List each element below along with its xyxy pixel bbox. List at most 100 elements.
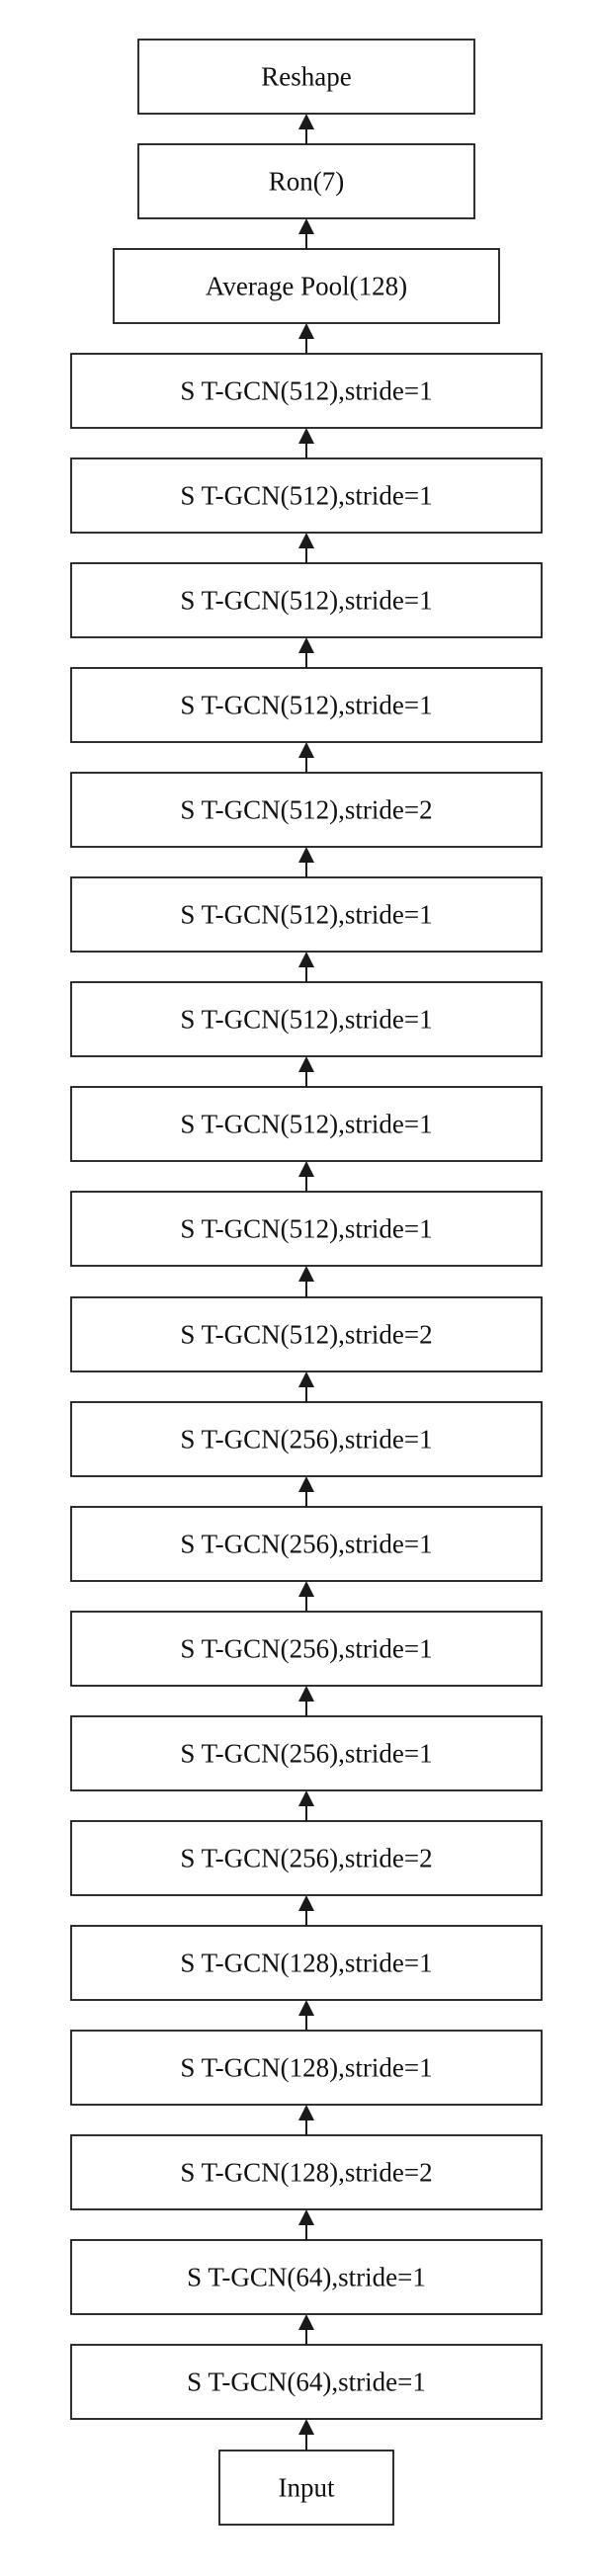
arrow-head [298,2105,314,2120]
arrow-head [298,114,314,129]
block-ron: Ron(7) [137,143,475,219]
arrow-head [298,428,314,444]
flow-arrow [298,1476,314,1507]
block-box [70,2134,543,2210]
block-stgcn-512-i: S T-GCN(512),stride=1 [70,1191,543,1267]
arrow-head [298,1476,314,1492]
arrows-layer [298,114,314,2451]
block-label: S T-GCN(128),stride=2 [180,2158,432,2188]
block-box [70,353,543,429]
block-stgcn-512-e: S T-GCN(512),stride=2 [70,772,543,848]
block-box [70,1506,543,1582]
flow-arrow [298,323,314,354]
block-label: S T-GCN(256),stride=1 [180,1634,432,1664]
arrow-head [298,952,314,967]
flow-arrow [298,1686,314,1716]
flow-arrow [298,637,314,668]
flow-arrow [298,847,314,877]
block-stgcn-512-d: S T-GCN(512),stride=1 [70,667,543,743]
block-box [70,1820,543,1896]
flow-arrow [298,2209,314,2240]
block-stgcn-512-h: S T-GCN(512),stride=1 [70,1086,543,1162]
block-box [70,772,543,848]
block-box [70,1296,543,1372]
block-label: S T-GCN(512),stride=1 [180,1214,432,1244]
block-stgcn-128-b: S T-GCN(128),stride=1 [70,2030,543,2106]
flow-arrow [298,952,314,982]
arrow-head [298,1581,314,1597]
arrow-head [298,1266,314,1282]
block-box [70,1611,543,1687]
flow-arrow [298,2419,314,2451]
block-stgcn-64-a: S T-GCN(64),stride=1 [70,2239,543,2315]
block-label: S T-GCN(512),stride=1 [180,481,432,511]
block-stgcn-512-j: S T-GCN(512),stride=2 [70,1296,543,1372]
block-label: S T-GCN(512),stride=1 [180,1110,432,1139]
block-label: S T-GCN(256),stride=1 [180,1739,432,1769]
flow-arrow [298,1581,314,1612]
block-box [70,2344,543,2420]
block-label: S T-GCN(256),stride=1 [180,1425,432,1454]
flow-arrow [298,1790,314,1821]
block-label: S T-GCN(512),stride=2 [180,795,432,825]
arrow-head [298,1371,314,1387]
arrow-head [298,637,314,653]
block-label: S T-GCN(256),stride=2 [180,1844,432,1873]
block-label: Average Pool(128) [206,272,407,301]
arrow-head [298,323,314,339]
flow-arrow [298,1266,314,1297]
block-box [113,248,500,324]
block-stgcn-256-e: S T-GCN(256),stride=2 [70,1820,543,1896]
block-stgcn-256-c: S T-GCN(256),stride=1 [70,1611,543,1687]
arrow-head [298,2209,314,2225]
flow-arrow [298,533,314,563]
block-box [70,2030,543,2106]
block-stgcn-512-a: S T-GCN(512),stride=1 [70,353,543,429]
block-stgcn-256-d: S T-GCN(256),stride=1 [70,1715,543,1791]
arrow-head [298,847,314,863]
block-box [70,1086,543,1162]
block-reshape: Reshape [137,39,475,115]
arrow-head [298,2419,314,2435]
arrow-head [298,1686,314,1702]
block-label: S T-GCN(512),stride=1 [180,376,432,406]
block-label: S T-GCN(512),stride=1 [180,586,432,616]
flow-arrow [298,2314,314,2345]
flow-arrow [298,114,314,144]
block-stgcn-512-f: S T-GCN(512),stride=1 [70,876,543,953]
arrow-head [298,2314,314,2330]
block-label: S T-GCN(512),stride=2 [180,1320,432,1350]
arrow-head [298,1056,314,1072]
flow-arrow [298,1371,314,1402]
flow-arrow [298,1056,314,1087]
flow-arrow [298,1161,314,1192]
flow-arrow [298,1895,314,1926]
block-box [137,143,475,219]
flow-arrow [298,428,314,458]
block-box [70,1925,543,2001]
arrow-head [298,218,314,234]
block-box [70,1401,543,1477]
block-box [137,39,475,115]
block-box [70,876,543,953]
block-stgcn-512-g: S T-GCN(512),stride=1 [70,981,543,1057]
block-stgcn-128-a: S T-GCN(128),stride=1 [70,1925,543,2001]
arrow-head [298,1790,314,1806]
block-box [70,2239,543,2315]
block-label: S T-GCN(64),stride=1 [187,2368,426,2397]
flow-arrow [298,218,314,249]
block-box [70,457,543,534]
block-label: Ron(7) [269,167,345,197]
block-stgcn-256-b: S T-GCN(256),stride=1 [70,1506,543,1582]
block-stgcn-64-b: S T-GCN(64),stride=1 [70,2344,543,2420]
arrow-head [298,1895,314,1911]
block-label: S T-GCN(512),stride=1 [180,691,432,720]
block-stgcn-512-c: S T-GCN(512),stride=1 [70,562,543,638]
block-box [70,1191,543,1267]
block-label: Input [279,2473,335,2503]
block-label: S T-GCN(128),stride=1 [180,1949,432,1978]
block-label: S T-GCN(512),stride=1 [180,1005,432,1035]
flow-arrow [298,742,314,773]
